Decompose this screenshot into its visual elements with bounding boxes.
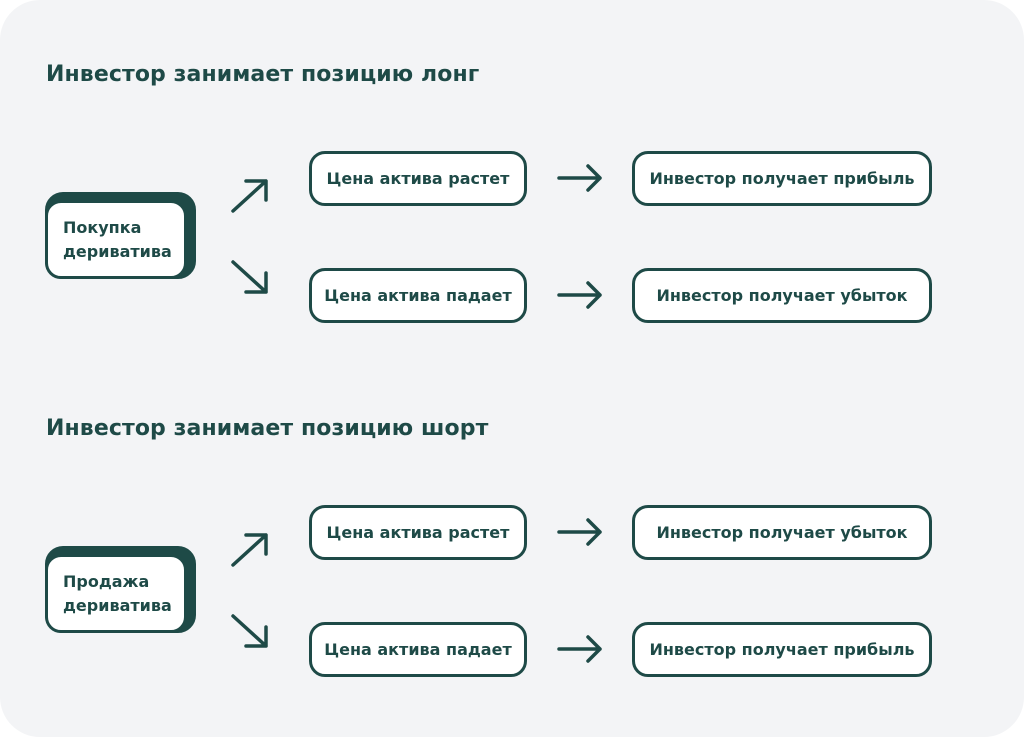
section-title-short: Инвестор занимает позицию шорт — [46, 416, 489, 441]
arrow-down-right-icon — [231, 614, 268, 648]
price-rise-box: Цена актива растет — [309, 505, 527, 560]
source-box-sell: Продажа дериватива — [45, 546, 196, 633]
arrow-down-right-icon — [231, 260, 268, 294]
section-title-long: Инвестор занимает позицию лонг — [46, 62, 480, 87]
result-loss-box: Инвестор получает убыток — [632, 268, 932, 323]
arrow-right-icon — [557, 635, 602, 663]
source-line-2: дериватива — [63, 595, 172, 615]
arrow-right-icon — [557, 281, 602, 309]
arrow-right-icon — [557, 518, 602, 546]
source-line-1: Продажа — [63, 571, 150, 591]
price-fall-box: Цена актива падает — [309, 268, 527, 323]
price-fall-box: Цена актива падает — [309, 622, 527, 677]
price-rise-box: Цена актива растет — [309, 151, 527, 206]
result-loss-box: Инвестор получает убыток — [632, 505, 932, 560]
arrow-up-right-icon — [231, 533, 268, 567]
arrow-right-icon — [557, 164, 602, 192]
source-line-1: Покупка — [63, 217, 142, 237]
source-box-buy: Покупка дериватива — [45, 192, 196, 279]
result-profit-box: Инвестор получает прибыль — [632, 151, 932, 206]
arrow-up-right-icon — [231, 179, 268, 213]
result-profit-box: Инвестор получает прибыль — [632, 622, 932, 677]
source-line-2: дериватива — [63, 241, 172, 261]
